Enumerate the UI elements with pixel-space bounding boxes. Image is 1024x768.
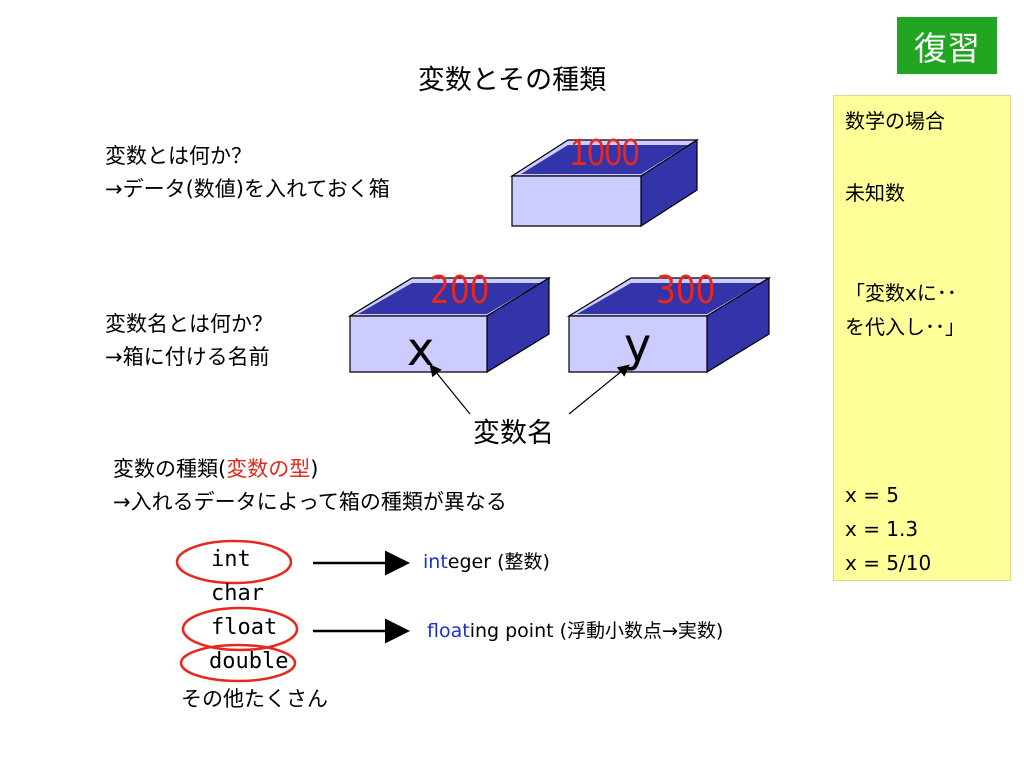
float-explanation: floating point (浮動小数点→実数) [427,616,723,643]
highlight-double [179,643,297,683]
review-badge: 復習 [897,17,997,74]
sidebar-line-7: x = 5/10 [845,551,932,575]
float-rest: ing point (浮動小数点→実数) [469,620,724,642]
sidebar-line-3: 「変数xに･･ [845,281,957,305]
value-300: 300 [656,268,716,312]
answer-variable: →データ(数値)を入れておく箱 [105,177,390,201]
sidebar-line-4: を代入し･･」 [845,315,965,339]
type-others: その他たくさん [181,687,328,711]
type-int: int [211,547,251,572]
box-x [347,276,552,374]
highlight-int [175,539,293,585]
sidebar-line-5: x = 5 [845,483,900,507]
types-description: →入れるデータによって箱の種類が異なる [113,490,507,514]
math-sidebar: 数学の場合 未知数 「変数xに･･ を代入し･･」 x = 5 x = 1.3 … [833,95,1011,581]
value-1000: 1000 [570,132,640,174]
label-y: y [624,318,652,372]
float-keyword: float [427,620,470,642]
sidebar-line-6: x = 1.3 [845,517,919,541]
value-200: 200 [430,268,490,312]
types-heading: 変数の種類(変数の型) [113,453,318,483]
types-heading-prefix: 変数の種類( [113,457,227,481]
box-1000 [509,138,700,228]
sidebar-line-1: 数学の場合 [845,109,945,133]
int-rest: eger (整数) [447,551,550,573]
page-title: 変数とその種類 [417,65,607,96]
int-explanation: integer (整数) [423,547,550,574]
int-keyword: int [423,551,448,573]
arrow-to-x [429,364,471,415]
box-y [566,276,772,374]
arrow-to-y [568,364,630,415]
question-variable-name: 変数名とは何か？ [105,312,273,336]
types-heading-highlight: 変数の型 [226,457,311,481]
sidebar-line-2: 未知数 [845,181,905,205]
types-heading-suffix: ) [310,457,319,481]
question-variable: 変数とは何か？ [105,144,252,168]
caption-variable-name: 変数名 [473,418,554,449]
answer-variable-name: →箱に付ける名前 [105,345,270,369]
type-double: double [209,649,289,674]
highlight-float [181,606,299,652]
type-float: float [211,615,278,640]
label-x: x [407,322,435,376]
type-char: char [211,581,264,606]
